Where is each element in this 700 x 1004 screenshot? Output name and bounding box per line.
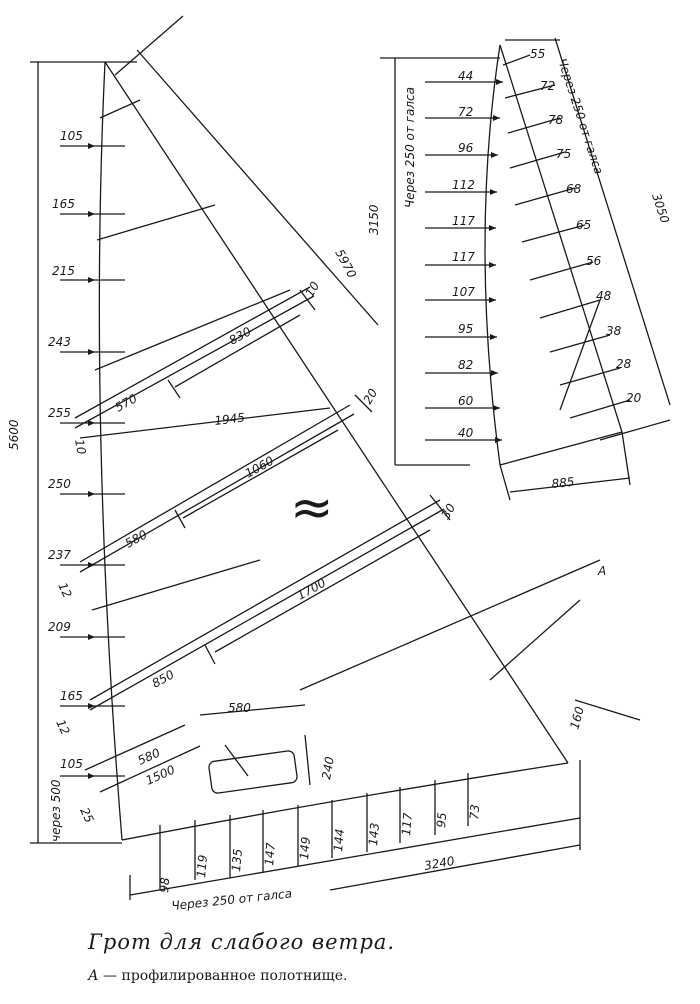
panel-right-arrows [502, 54, 631, 419]
panel-right-offset: 48 [596, 289, 612, 303]
caption-legend-letter: А [88, 968, 99, 984]
window-width: 580 [228, 701, 251, 715]
panel-right-offset: 38 [606, 324, 622, 338]
foot-offset: 119 [194, 854, 210, 878]
foot-offset: 149 [297, 836, 313, 860]
corner-clew: 160 [567, 705, 587, 731]
corner-tack-mark-2: 12 [53, 717, 72, 737]
batten-1-width: 10 [302, 279, 322, 300]
batten-2-pocket: 580 [123, 527, 150, 551]
panel-left-arrows [425, 81, 503, 441]
batten-3 [89, 499, 445, 711]
window-height: 240 [319, 755, 337, 780]
batten-1-diagonal: 1945 [214, 410, 246, 428]
batten-1 [74, 286, 331, 439]
luff-offset: 243 [48, 335, 71, 349]
panel-height-label: 3150 [367, 204, 381, 235]
panel-left-offset: 117 [452, 250, 475, 264]
panel-right-offset: 72 [540, 79, 555, 93]
panel-left-offset: 107 [452, 285, 475, 299]
panel-right-offset: 20 [626, 391, 642, 405]
foot-spacing-label: Через 250 от галса [171, 886, 293, 913]
luff-reef-label: через 500 [49, 779, 63, 842]
foot-offset: 147 [262, 842, 278, 866]
panel-right-offset: 68 [566, 182, 582, 196]
sail-foot [121, 762, 569, 841]
panel-left-offset: 117 [452, 214, 475, 228]
caption-title: Грот для слабого ветра. [88, 930, 396, 954]
luff-offset: 105 [60, 757, 83, 771]
corner-head-small: 10 [72, 438, 89, 456]
panel-left-offset: 40 [458, 426, 474, 440]
luff-height-label: 5600 [7, 419, 21, 450]
panel-base-label: 885 [551, 475, 575, 491]
foot-offset: 144 [331, 828, 347, 852]
corner-tack-mark-3: 25 [77, 805, 96, 825]
panel-left-offset: 96 [458, 141, 474, 155]
luff-offset: 165 [60, 689, 83, 703]
panel-left-offset: 60 [458, 394, 474, 408]
panel-left-offset: 112 [452, 178, 475, 192]
panel-right-offset: 75 [556, 147, 571, 161]
panel-right-offset: 56 [586, 254, 602, 268]
window-inner-1: 580 [136, 745, 163, 767]
panel-right-offset: 65 [576, 218, 591, 232]
foot-offset: 95 [434, 812, 449, 828]
panel-left-spacing-label: Через 250 от галса [403, 87, 417, 208]
sail-window [208, 750, 298, 794]
batten-2-width: 20 [360, 386, 380, 407]
sail-luff [98, 61, 123, 841]
foot-length-label: 3240 [423, 854, 456, 873]
foot-offset: 98 [157, 876, 172, 893]
luff-offset: 215 [52, 264, 75, 278]
caption-legend: А — профилированное полотнище. [88, 968, 347, 984]
luff-offset: 105 [60, 129, 83, 143]
luff-offset: 255 [48, 406, 71, 420]
luff-offset: 237 [48, 548, 71, 562]
foot-offset: 73 [467, 804, 482, 820]
panel-length-label: 3050 [649, 192, 672, 226]
panel-left-offset: 82 [458, 358, 473, 372]
panel-right-offset: 28 [616, 357, 632, 371]
luff-offset: 165 [52, 197, 75, 211]
batten-3-pocket: 850 [150, 667, 177, 691]
batten-2 [79, 404, 355, 573]
panel-a-outline [380, 37, 671, 501]
panel-right-offset: 55 [530, 47, 545, 61]
batten-3-width: 30 [438, 501, 458, 522]
panel-right-offset: 78 [548, 113, 564, 127]
window-inner-2: 1500 [144, 762, 178, 787]
panel-left-offset: 72 [458, 105, 473, 119]
foot-offset: 135 [229, 848, 245, 872]
panel-letter: А [597, 564, 606, 578]
corner-tack-mark-1: 12 [55, 580, 74, 600]
luff-offset: 250 [48, 477, 71, 491]
foot-offset: 117 [399, 812, 415, 836]
panel-left-offset: 95 [458, 322, 473, 336]
caption-legend-text: — профилированное полотнище. [98, 968, 348, 984]
foot-offset-arrows [159, 773, 469, 890]
panel-left-offset: 44 [458, 69, 473, 83]
foot-offset: 143 [366, 822, 382, 846]
leech-length-label: 5970 [332, 247, 359, 281]
luff-offset-arrows [60, 145, 125, 777]
light-wind-symbol: ≈ [290, 478, 334, 538]
luff-offset: 209 [48, 620, 71, 634]
